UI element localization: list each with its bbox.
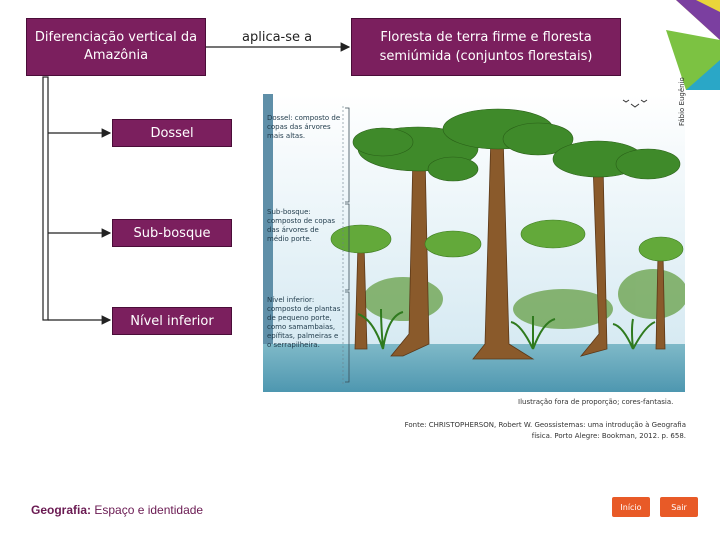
label-dossel-description: Dossel: composto de copas das árvores ma… bbox=[267, 114, 341, 141]
level-subbosque-label: Sub-bosque bbox=[134, 226, 211, 241]
level-dossel-label: Dossel bbox=[150, 126, 193, 141]
vertical-trunk-line bbox=[43, 77, 48, 320]
label-inferior-description: Nível inferior: composto de plantas de p… bbox=[267, 296, 341, 350]
level-inferior-box: Nível inferior bbox=[112, 307, 232, 335]
footer-subject: Geografia: Espaço e identidade bbox=[31, 503, 203, 517]
exit-button[interactable]: Sair bbox=[660, 497, 698, 517]
level-inferior-label: Nível inferior bbox=[130, 314, 213, 329]
footer-subject-bold: Geografia: bbox=[31, 503, 91, 517]
illustration-credit: Fábio Eugênio bbox=[678, 77, 686, 126]
level-dossel-box: Dossel bbox=[112, 119, 232, 147]
level-subbosque-box: Sub-bosque bbox=[112, 219, 232, 247]
footer-subject-rest: Espaço e identidade bbox=[91, 503, 203, 517]
label-subbosque-description: Sub-bosque: composto de copas das árvore… bbox=[267, 208, 341, 244]
source-note: Fonte: CHRISTOPHERSON, Robert W. Geossis… bbox=[386, 420, 686, 442]
scale-note: Ilustração fora de proporção; cores-fant… bbox=[518, 398, 698, 406]
forest-stratification-illustration: Dossel: composto de copas das árvores ma… bbox=[263, 94, 685, 392]
start-button[interactable]: Início bbox=[612, 497, 650, 517]
